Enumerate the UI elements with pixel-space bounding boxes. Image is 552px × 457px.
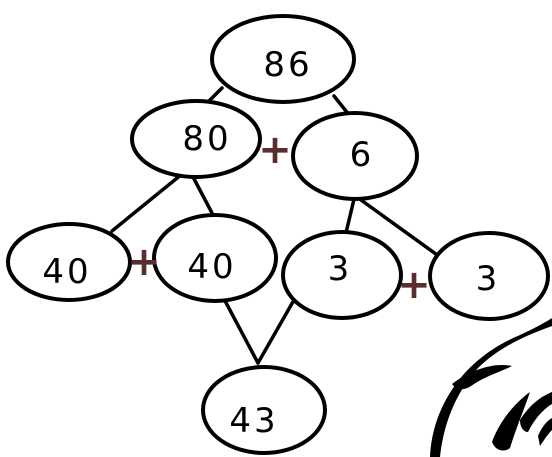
edge-leaf-c-to-bottom [256, 298, 296, 365]
edge-mid-left-to-leaf-b [190, 173, 214, 215]
edge-mid-right-to-leaf-d [359, 198, 442, 259]
node-label: 6 [350, 135, 375, 175]
tree-node-leaf-c: 3 [281, 230, 403, 320]
node-label: 3 [476, 259, 501, 299]
node-label: 80 [182, 119, 231, 159]
plus-sign-right: + [397, 262, 431, 308]
node-label: 40 [42, 252, 91, 292]
tree-node-mid-left: 80 [130, 99, 262, 179]
edges [110, 86, 442, 365]
tree-node-bottom: 43 [201, 365, 327, 455]
edge-mid-right-to-leaf-c [343, 193, 357, 239]
node-label: 43 [229, 401, 278, 441]
tree-node-leaf-b: 40 [152, 213, 278, 303]
tree-node-leaf-a: 40 [6, 222, 132, 302]
node-label: 40 [187, 247, 236, 287]
swirl-drawing-icon [430, 318, 552, 457]
node-label: 86 [263, 45, 312, 85]
tree-node-mid-right: 6 [291, 111, 419, 201]
tree-node-leaf-d: 3 [428, 231, 550, 321]
edge-leaf-b-to-bottom [221, 295, 260, 365]
tree-node-root: 86 [210, 14, 356, 104]
node-label: 3 [328, 249, 353, 289]
plus-sign-left: + [127, 239, 161, 285]
plus-sign-top: + [258, 127, 292, 173]
edge-mid-left-to-leaf-a [110, 168, 189, 233]
